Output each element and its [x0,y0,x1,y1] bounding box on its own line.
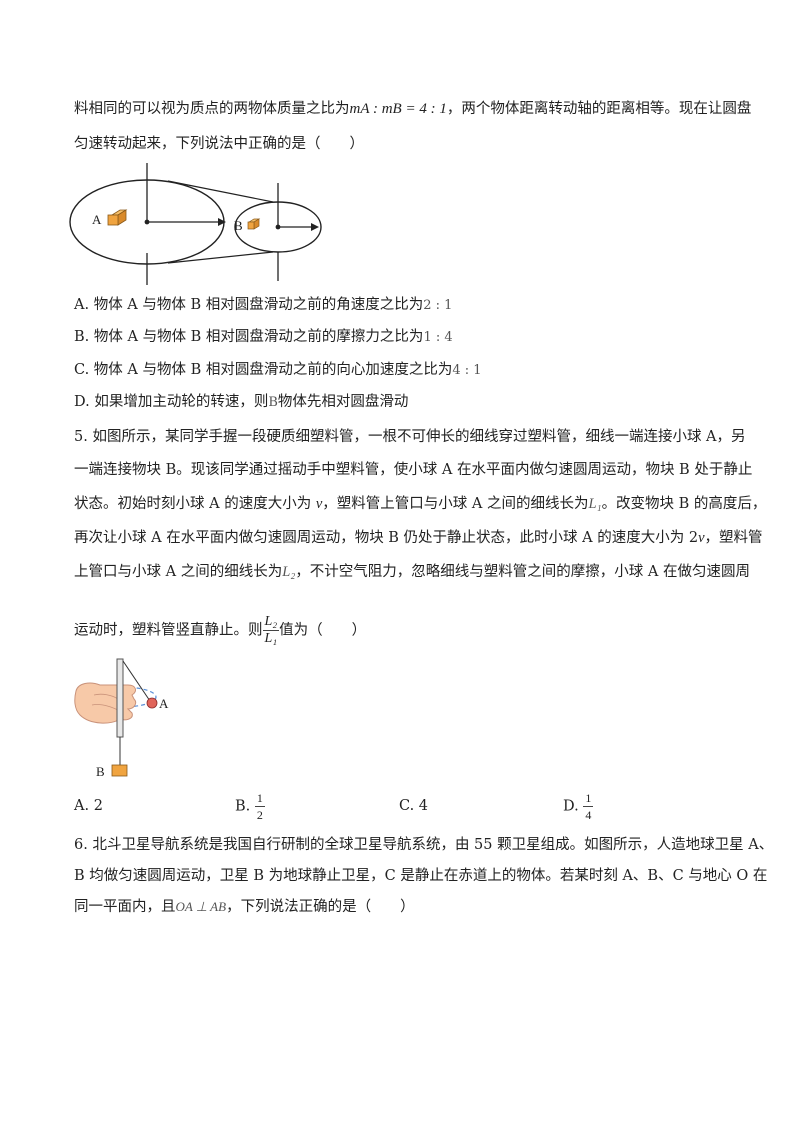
q6-text: ，下列说法正确的是（ ） [226,899,415,915]
q5-text: 再次让小球 A 在水平面内做匀速圆周运动，物块 B 仍处于静止状态，此时小球 A… [74,530,699,546]
option-text: D. [563,798,584,815]
q4-line-1: 料相同的可以视为质点的两物体质量之比为mA : mB = 4 : 1，两个物体距… [74,99,751,119]
fraction-numerator: L₂ [262,614,280,631]
velocity-symbol: v [315,496,323,512]
q4-disc-figure: A B [69,163,322,285]
fraction-denominator: 2 [256,808,263,822]
q5-tube-figure: A B [74,658,169,779]
q5-text: ，塑料管 [704,530,763,546]
fraction-denominator: 4 [585,808,592,822]
q5-line-3: 状态。初始时刻小球 A 的速度大小为 v，塑料管上管口与小球 A 之间的细线长为… [74,494,766,514]
label-b: B [234,218,243,233]
arrow-head [311,223,319,231]
q5-text: 一端连接物块 B。现该同学通过摇动手中塑料管，使小球 A 在水平面内做匀速圆周运… [74,462,753,478]
option-text: D. 如果增加主动轮的转速，则 [74,394,269,410]
q5-option-a: A. 2 [74,796,103,816]
q6-text: 6. 北斗卫星导航系统是我国自行研制的全球卫星导航系统，由 55 颗卫星组成。如… [74,837,774,853]
q4-line-2: 匀速转动起来，下列说法中正确的是（ ） [74,134,364,154]
q4-option-a: A. 物体 A 与物体 B 相对圆盘滑动之前的角速度之比为2 : 1 [74,295,452,316]
plastic-tube [116,658,124,738]
q5-text: 上管口与小球 A 之间的细线长为 [74,564,283,580]
option-text: A. 物体 A 与物体 B 相对圆盘滑动之前的角速度之比为 [74,297,424,313]
belt-bottom [167,251,274,264]
block-b-icon [111,764,128,777]
option-text: C. 物体 A 与物体 B 相对圆盘滑动之前的向心加速度之比为 [74,362,453,378]
q5-text: ，不计空气阻力，忽略细线与塑料管之间的摩擦，小球 A 在做匀速圆周 [295,564,750,580]
length-l2-symbol: L₂ [282,564,296,580]
option-text: B. [235,798,255,815]
ball-a-icon [146,697,158,709]
perpendicular-expression: OA ⊥ AB [175,899,227,914]
q4-text: ，两个物体距离转动轴的距离相等。现在让圆盘 [446,101,752,117]
option-text: A. 2 [74,798,103,814]
q6-line-1: 6. 北斗卫星导航系统是我国自行研制的全球卫星导航系统，由 55 颗卫星组成。如… [74,835,773,855]
label-b: B [96,764,105,779]
q5-text: 5. 如图所示，某同学手握一段硬质细塑料管，一根不可伸长的细线穿过塑料管，细线一… [74,429,746,445]
q4-option-c: C. 物体 A 与物体 B 相对圆盘滑动之前的向心加速度之比为4 : 1 [74,360,482,381]
q5-line-2: 一端连接物块 B。现该同学通过摇动手中塑料管，使小球 A 在水平面内做匀速圆周运… [74,460,752,480]
q4-text: 匀速转动起来，下列说法中正确的是（ ） [74,136,364,152]
q4-option-b: B. 物体 A 与物体 B 相对圆盘滑动之前的摩擦力之比为1 : 4 [74,327,453,348]
string-to-ball [122,660,151,702]
arrow-head [218,218,226,226]
velocity-symbol: v [698,530,705,546]
hand-icon [74,682,137,724]
option-math: 4 : 1 [452,363,482,378]
q5-option-c: C. 4 [399,796,428,816]
q4-option-d: D. 如果增加主动轮的转速，则B物体先相对圆盘滑动 [74,392,408,413]
fraction-denominator: L₁ [264,631,278,646]
label-a: A [159,696,169,711]
q6-line-3: 同一平面内，且OA ⊥ AB，下列说法正确的是（ ） [74,897,415,917]
option-math: B [268,395,278,410]
q5-text: ，塑料管上管口与小球 A 之间的细线长为 [322,496,589,512]
option-math: 2 : 1 [423,298,453,313]
belt-top [167,180,274,203]
q5-text: 运动时，塑料管竖直静止。则 [74,622,263,639]
q6-line-2: B 均做匀速圆周运动，卫星 B 为地球静止卫星，C 是静止在赤道上的物体。若某时… [74,866,767,886]
option-text: 物体先相对圆盘滑动 [277,394,409,410]
fraction-numerator: 1 [254,791,265,807]
block-b-icon [247,218,261,230]
length-l1-symbol: L₁ [588,496,602,512]
q5-text: 状态。初始时刻小球 A 的速度大小为 [74,496,316,512]
mass-ratio-expression: mA : mB = 4 : 1 [349,101,447,117]
option-text: B. 物体 A 与物体 B 相对圆盘滑动之前的摩擦力之比为 [74,329,424,345]
fraction-numerator: 1 [583,791,594,807]
q5-text: 值为（ ） [279,622,367,639]
block-a-icon [107,209,128,226]
q5-text: 。改变物块 B 的高度后， [601,496,767,512]
q6-text: B 均做匀速圆周运动，卫星 B 为地球静止卫星，C 是静止在赤道上的物体。若某时… [74,868,768,884]
q4-text: 料相同的可以视为质点的两物体质量之比为 [74,101,350,117]
q5-line-4: 再次让小球 A 在水平面内做匀速圆周运动，物块 B 仍处于静止状态，此时小球 A… [74,528,763,548]
q5-line-5: 上管口与小球 A 之间的细线长为L₂，不计空气阻力，忽略细线与塑料管之间的摩擦，… [74,562,750,582]
q6-text: 同一平面内，且 [74,899,176,915]
option-math: 1 : 4 [423,330,453,345]
q5-line-1: 5. 如图所示，某同学手握一段硬质细塑料管，一根不可伸长的细线穿过塑料管，细线一… [74,427,746,447]
option-text: C. 4 [399,798,429,814]
label-a: A [92,212,102,227]
